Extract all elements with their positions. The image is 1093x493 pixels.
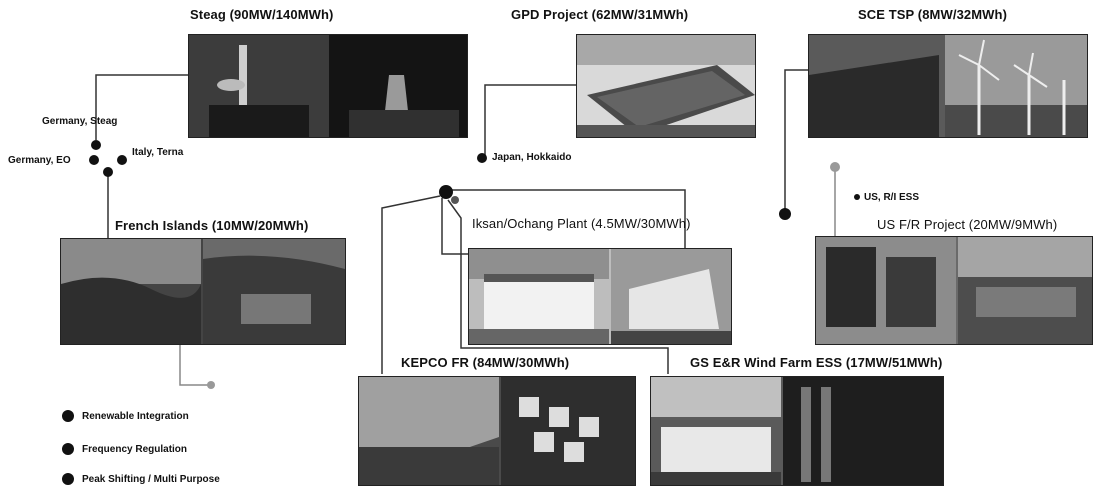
dot-europe-main [103,167,113,177]
legend-item-renewable: Renewable Integration [62,410,189,422]
line-steag [95,74,188,140]
dot-germany-steag [91,140,101,150]
dot-sce [779,208,791,220]
photo-steag [188,34,468,138]
dot-japan [477,153,487,163]
site-title-steag: Steag (90MW/140MWh) [190,7,334,22]
photo-french [60,238,346,345]
dot-us-ri [854,194,860,200]
line-gsenr [447,199,669,374]
photo-gpd [576,34,756,138]
dot-italy-terna [117,155,127,165]
legend-dot-icon [62,473,74,485]
site-title-kepco: KEPCO FR (84MW/30MWh) [401,355,570,370]
line-kepco [381,195,441,374]
site-title-gpd: GPD Project (62MW/31MWh) [511,7,689,22]
dot-korea-main [439,185,453,199]
line-gpd [484,84,576,156]
site-title-usfr: US F/R Project (20MW/9MWh) [877,217,1058,232]
photo-sce [808,34,1088,138]
legend-label: Frequency Regulation [82,443,188,455]
photo-usfr [815,236,1093,345]
loc-italy-terna: Italy, Terna [132,147,184,158]
loc-us-ri-ess: US, R/I ESS [864,192,920,203]
loc-germany-eo: Germany, EO [8,155,71,166]
site-title-gsenr: GS E&R Wind Farm ESS (17MW/51MWh) [690,355,943,370]
loc-germany-steag: Germany, Steag [42,116,118,127]
legend-dot-icon [62,443,74,455]
line-iksan [441,198,468,255]
loc-japan-hokkaido: Japan, Hokkaido [492,152,572,163]
legend-item-frequency: Frequency Regulation [62,443,187,455]
site-title-iksan: Iksan/Ochang Plant (4.5MW/30MWh) [472,216,691,231]
legend-item-peak: Peak Shifting / Multi Purpose [62,473,220,485]
legend-dot-icon [62,410,74,422]
line-korea-top [448,189,686,248]
photo-iksan [468,248,732,345]
legend-label: Renewable Integration [82,410,189,422]
site-title-sce: SCE TSP (8MW/32MWh) [858,7,1008,22]
dot-us-ri-top [830,162,840,172]
legend-label: Peak Shifting / Multi Purpose [82,473,220,485]
site-title-french: French Islands (10MW/20MWh) [115,218,309,233]
line-french-tail [179,345,210,386]
photo-kepco [358,376,636,486]
dot-korea-sub [451,196,459,204]
dot-french-tail [207,381,215,389]
photo-gsenr [650,376,944,486]
line-sce [784,69,808,212]
dot-germany-eo [89,155,99,165]
